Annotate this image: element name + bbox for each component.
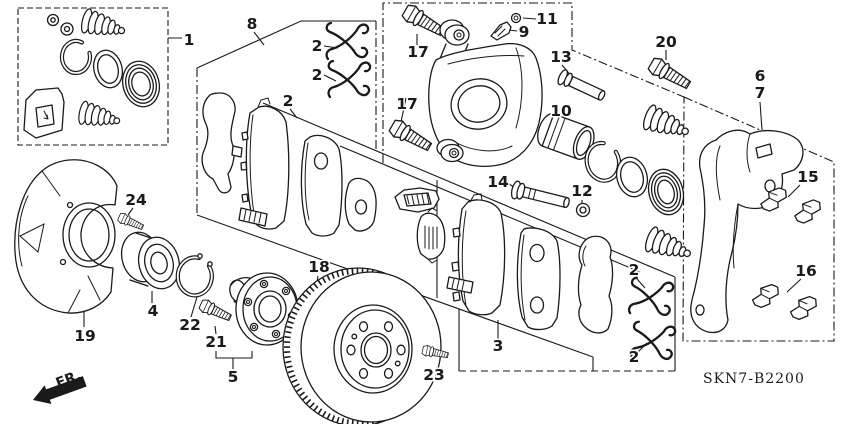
piston-seal (615, 156, 649, 198)
callout-10: 10 (550, 102, 572, 120)
callout-17a: 17 (407, 43, 429, 61)
callout-23: 23 (423, 366, 445, 384)
flange-bolt-lower (387, 117, 435, 156)
bleeder-cap (510, 12, 522, 24)
pad-shim-outer (201, 92, 236, 194)
caliper-pin-upper (557, 69, 606, 101)
inner-pad-set (201, 92, 377, 237)
hub-assembly (229, 272, 299, 346)
callout-9: 9 (519, 23, 530, 41)
caliper-group-box (382, 2, 685, 163)
pin-boot-lower (642, 224, 696, 267)
callout-2a: 2 (312, 37, 323, 55)
pad-retainer-spring-upper (325, 21, 370, 61)
pad-shim-slotted (416, 207, 446, 264)
callout-12: 12 (571, 182, 593, 200)
callout-labels: 1 8 2 2 2 17 17 11 9 13 10 14 12 20 6 7 … (73, 9, 821, 388)
part-code: SKN7-B2200 (703, 371, 805, 387)
pin-collar (575, 202, 591, 218)
callout-2c: 2 (283, 92, 294, 110)
pad-box-dashed-edges (196, 21, 377, 216)
callout-15: 15 (797, 168, 819, 186)
callout-6: 6 (755, 67, 766, 85)
callout-3: 3 (493, 337, 504, 355)
kit-piston-seal (92, 49, 124, 89)
callout-1: 1 (184, 31, 195, 49)
pad-retainer-clip-lower (750, 283, 818, 321)
wheel-stud (197, 297, 234, 325)
seal-kit-box (17, 7, 169, 146)
kit-piston-boot (121, 60, 161, 108)
callout-7: 7 (755, 84, 766, 102)
splash-guard (14, 159, 118, 314)
bearing-snap-ring (175, 253, 214, 298)
callout-4: 4 (148, 302, 159, 320)
pad-wear-clip-a (238, 207, 268, 227)
callout-19: 19 (74, 327, 96, 345)
pad-shim-a2 (344, 177, 377, 232)
fr-arrow (33, 376, 87, 404)
brake-pad-b2 (516, 227, 561, 331)
callout-24: 24 (125, 191, 147, 209)
guard-bolt (116, 211, 146, 233)
caliper-bracket (690, 129, 804, 334)
brake-caliper (428, 19, 543, 167)
front-direction: FR. (33, 368, 87, 404)
callout-17b: 17 (396, 95, 418, 113)
pad-retainer-spring-lower (327, 59, 372, 99)
disc-bolt-holes (346, 321, 406, 379)
pin-boot-upper (640, 102, 694, 145)
callout-11: 11 (536, 10, 558, 28)
kit-pin-boot-upper (78, 7, 129, 43)
callout-8: 8 (247, 15, 258, 33)
kit-pin-boot-lower (76, 99, 123, 133)
callout-14: 14 (487, 173, 509, 191)
brake-pad-b3 (577, 235, 614, 334)
bleeder-screw (490, 21, 512, 41)
callout-2d: 2 (629, 261, 640, 279)
callout-22: 22 (179, 316, 201, 334)
outer-spring-upper (627, 276, 675, 319)
pad-wear-clip-b (446, 276, 474, 294)
seal-kit (23, 7, 161, 139)
callout-5: 5 (228, 368, 239, 386)
wheel-bearing (120, 231, 181, 290)
callout-21: 21 (205, 333, 227, 351)
callout-18: 18 (308, 258, 330, 276)
grease-packet (394, 187, 440, 213)
callout-20: 20 (655, 33, 677, 51)
brake-pad-a2 (300, 134, 343, 237)
flange-bolt-upper (400, 2, 448, 41)
kit-grease-packet (23, 87, 65, 139)
outer-pad-set (446, 193, 614, 334)
caliper-piston (537, 113, 595, 160)
callout-13: 13 (550, 48, 572, 66)
callout-16: 16 (795, 262, 817, 280)
brake-pad-b1 (451, 193, 506, 316)
brake-pad-a1 (240, 97, 290, 230)
callout-2b: 2 (312, 66, 323, 84)
brake-disc (282, 267, 442, 424)
bracket-bolt (646, 55, 694, 94)
caliper-pin-lower (510, 180, 570, 209)
pad-retainer-clip-upper (758, 186, 823, 225)
callout-2e: 2 (629, 348, 640, 366)
piston-boot (647, 168, 685, 216)
